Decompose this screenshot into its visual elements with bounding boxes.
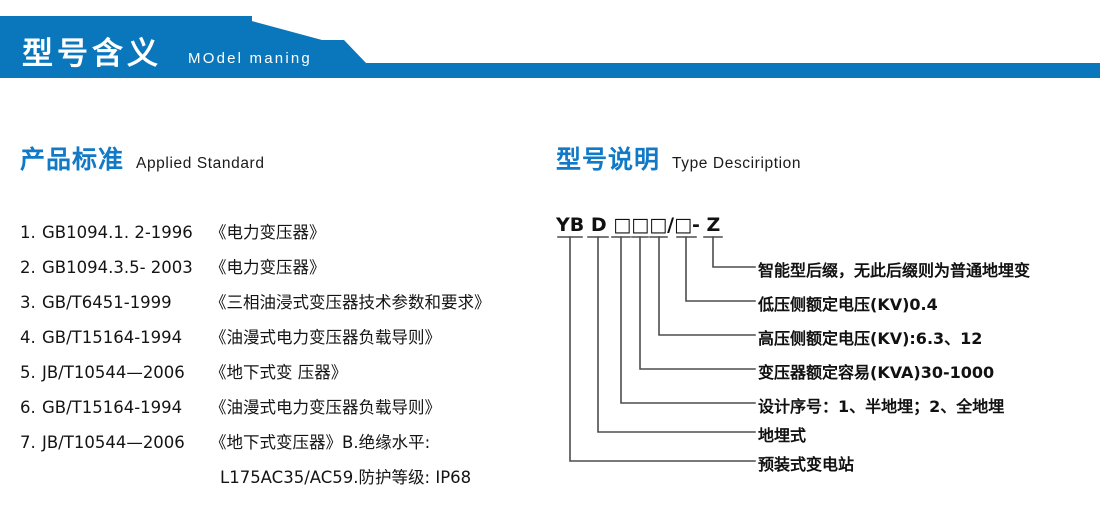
list-item-name: 《电力变压器》 xyxy=(210,258,326,277)
page-banner: 型号含义 MOdel maning xyxy=(0,0,1100,96)
banner-step-two xyxy=(252,40,366,63)
list-item-number: 6. xyxy=(20,398,36,417)
type-code-diagram: YB D □□□/□- Z 智能型后缀，无此 xyxy=(550,210,1090,480)
list-item: 2. GB1094.3.5- 2003 《电力变压器》 xyxy=(20,250,550,285)
list-item-code: JB/T10544—2006 xyxy=(42,363,185,382)
list-item-code: GB/T15164-1994 xyxy=(42,398,183,417)
list-item: 3. GB/T6451-1999 《三相油浸式变压器技术参数和要求》 xyxy=(20,285,550,320)
code-segment-box2: □ xyxy=(631,214,650,236)
list-item-name: 《电力变压器》 xyxy=(210,223,326,242)
leader-path-5 xyxy=(620,236,756,404)
code-segment-d: D xyxy=(590,214,607,236)
list-item-name: 《三相油浸式变压器技术参数和要求》 xyxy=(210,293,491,312)
section-heading-type-description-cn: 型号说明 xyxy=(556,145,661,174)
diagram-label-lv-voltage: 低压侧额定电压(KV)0.4 xyxy=(758,295,938,314)
leader-path-3 xyxy=(658,236,756,336)
section-heading-type-description: 型号说明 Type Desciription xyxy=(556,140,801,176)
list-item-name: 《油漫式电力变压器负载导则》 xyxy=(210,398,441,417)
section-heading-type-description-en: Type Desciription xyxy=(672,155,802,172)
standards-list: 1. GB1094.1. 2-1996 《电力变压器》 2. GB1094.3.5- … xyxy=(20,215,550,495)
list-item-continuation: L175AC35/AC59.防护等级: IP68 xyxy=(220,468,472,487)
code-segment-box1: □ xyxy=(613,214,632,236)
list-item: 5. JB/T10544—2006 《地下式变 压器》 xyxy=(20,355,550,390)
code-segment-box3: □ xyxy=(649,214,668,236)
leader-path-2 xyxy=(685,236,756,302)
code-segment-yb: YB xyxy=(556,214,585,236)
list-item-number: 7. xyxy=(20,433,36,452)
list-item-code: GB1094.1. 2-1996 xyxy=(42,223,193,242)
leader-path-6 xyxy=(597,236,756,433)
diagram-label-rated-capacity: 变压器额定容易(KVA)30-1000 xyxy=(758,363,995,382)
leader-lines xyxy=(557,236,756,462)
section-heading-applied-standard-en: Applied Standard xyxy=(136,155,265,172)
code-segment-box4: /□ xyxy=(667,214,693,236)
banner-under-bar xyxy=(0,63,1100,78)
leader-path-4 xyxy=(639,236,756,370)
type-code-string: YB D □□□/□- Z xyxy=(556,214,720,236)
diagram-label-design-number: 设计序号：1、半地埋；2、全地埋 xyxy=(758,397,1005,416)
banner-shape xyxy=(0,16,1100,78)
list-item: 4. GB/T15164-1994 《油漫式电力变压器负载导则》 xyxy=(20,320,550,355)
list-item-code: GB/T15164-1994 xyxy=(42,328,183,347)
list-item-code: JB/T10544—2006 xyxy=(42,433,185,452)
diagram-label-prefab-substation: 预装式变电站 xyxy=(758,455,855,474)
list-item: 6. GB/T15164-1994 《油漫式电力变压器负载导则》 xyxy=(20,390,550,425)
banner-title-en: MOdel maning xyxy=(188,50,312,67)
list-item-number: 3. xyxy=(20,293,36,312)
list-item-number: 4. xyxy=(20,328,36,347)
leader-path-1 xyxy=(712,236,756,268)
list-item-name: 《油漫式电力变压器负载导则》 xyxy=(210,328,441,347)
list-item-name: 《地下式变压器》B.绝缘水平: xyxy=(210,433,431,452)
leader-path-7 xyxy=(569,236,756,462)
diagram-label-buried-type: 地埋式 xyxy=(758,426,807,445)
list-item-number: 2. xyxy=(20,258,36,277)
diagram-label-hv-voltage: 高压侧额定电压(KV):6.3、12 xyxy=(758,329,983,348)
diagram-label-smart-suffix: 智能型后缀，无此后缀则为普通地埋变 xyxy=(758,261,1031,280)
list-item-name: 《地下式变 压器》 xyxy=(210,363,348,382)
banner-step-one xyxy=(233,16,344,63)
code-segment-z: - Z xyxy=(692,214,721,236)
section-heading-applied-standard: 产品标准 Applied Standard xyxy=(20,140,265,176)
banner-title-cn: 型号含义 xyxy=(22,36,162,72)
list-item: 1. GB1094.1. 2-1996 《电力变压器》 xyxy=(20,215,550,250)
list-item-code: GB1094.3.5- 2003 xyxy=(42,258,193,277)
list-item-number: 5. xyxy=(20,363,36,382)
list-item-number: 1. xyxy=(20,223,36,242)
list-item: 7. JB/T10544—2006 《地下式变压器》B.绝缘水平: xyxy=(20,425,550,460)
list-item-code: GB/T6451-1999 xyxy=(42,293,172,312)
section-heading-applied-standard-cn: 产品标准 xyxy=(20,145,125,174)
